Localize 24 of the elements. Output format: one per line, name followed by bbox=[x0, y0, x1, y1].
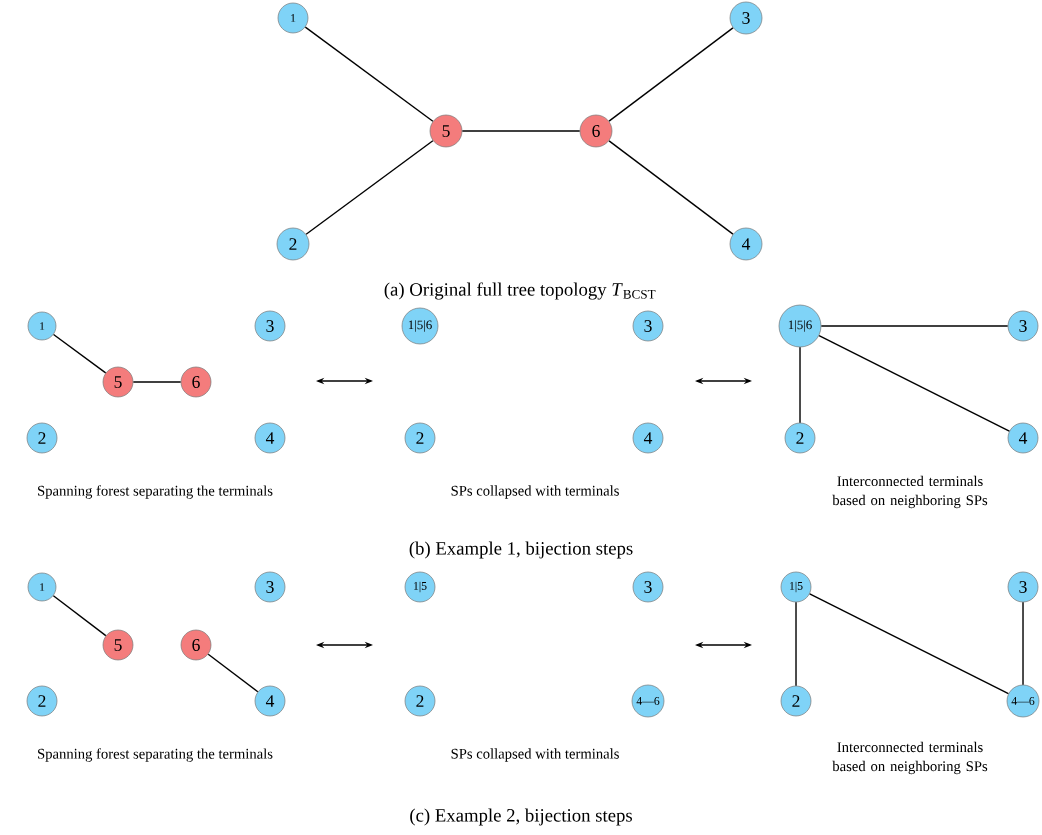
tree-edge bbox=[608, 27, 734, 122]
panel-caption: Interconnected terminals based on neighboring SPs bbox=[832, 741, 988, 775]
tree-edge bbox=[461, 130, 581, 132]
tree-edge bbox=[799, 346, 801, 424]
tree-edge bbox=[608, 140, 734, 235]
panel-caption: Spanning forest separating the terminals bbox=[38, 748, 273, 762]
figure-caption: (c) Example 2, bijection steps bbox=[410, 808, 632, 826]
figure-caption: (a) Original full tree topology T$_{BCST}$ bbox=[384, 282, 656, 300]
tree-edge bbox=[305, 140, 434, 235]
panel-caption: SPs collapsed with terminals bbox=[451, 485, 619, 499]
tree-edge bbox=[1022, 601, 1024, 686]
tree-edge bbox=[795, 601, 797, 687]
figure-caption: (b) Example 1, bijection steps bbox=[409, 541, 633, 559]
panel-caption: SPs collapsed with terminals bbox=[451, 748, 619, 762]
panel-caption: Interconnected terminals based on neighboring SPs bbox=[832, 475, 988, 509]
tree-edge bbox=[207, 653, 259, 693]
tree-edge bbox=[820, 325, 1009, 327]
tree-edge bbox=[809, 593, 1010, 695]
tree-edge bbox=[304, 26, 434, 122]
tree-edge bbox=[818, 334, 1010, 432]
panel-caption: Spanning forest separating the terminals bbox=[38, 485, 273, 499]
tree-edge bbox=[52, 333, 107, 374]
tree-edge bbox=[52, 595, 107, 637]
tree-edge bbox=[132, 381, 182, 383]
